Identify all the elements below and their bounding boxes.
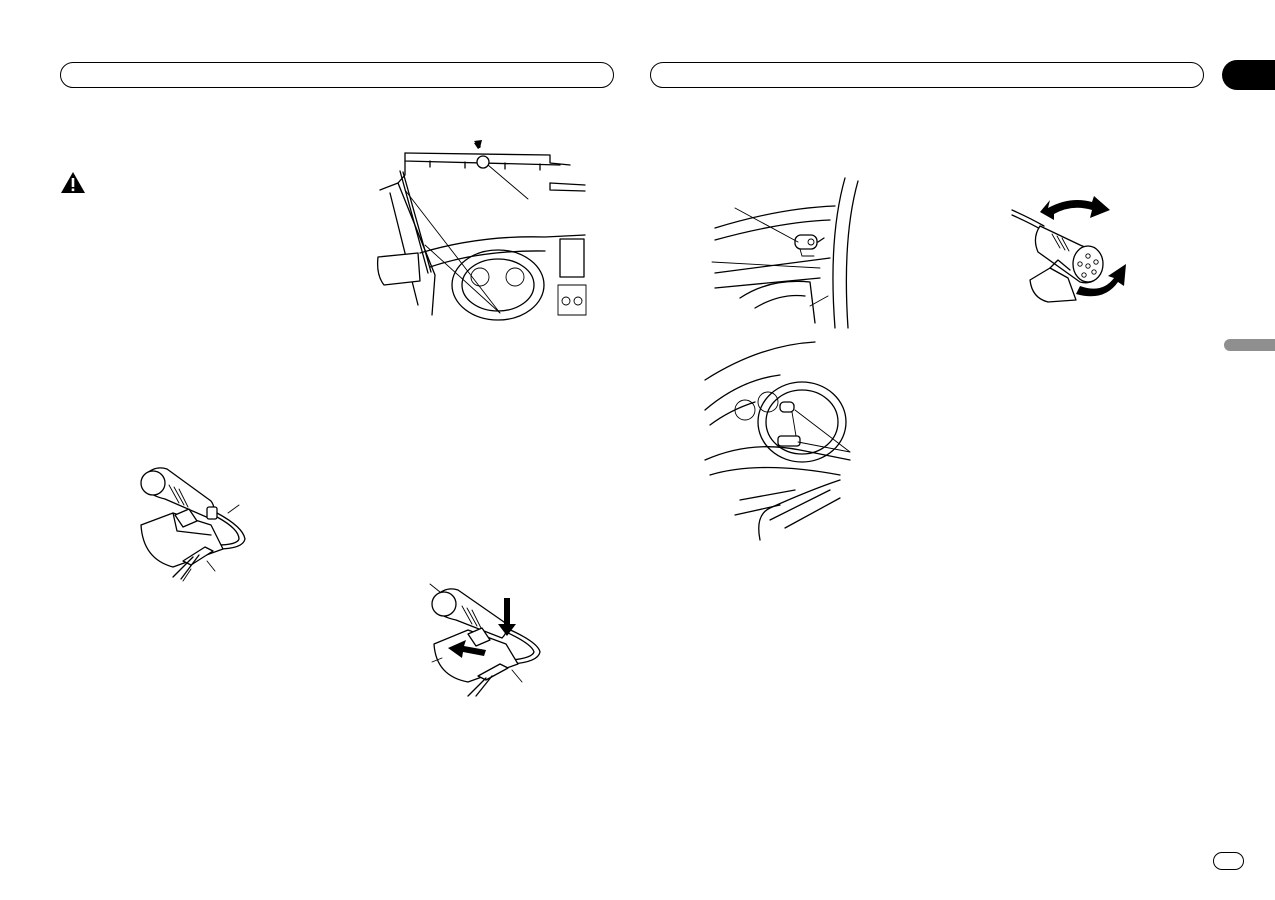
- chapter-tab: [1222, 60, 1275, 90]
- language-badge: [1213, 852, 1244, 870]
- steering-column-mounting-figure: [700, 340, 870, 540]
- mic-clip-attach-figure: [133, 465, 263, 585]
- mic-angle-adjust-figure: [1010, 196, 1126, 305]
- windshield-cable-routing-figure: [370, 140, 590, 315]
- warning-triangle-icon: [61, 172, 85, 193]
- side-section-tab: [1224, 339, 1275, 351]
- mic-clip-remove-figure: [428, 578, 558, 698]
- header-bar-right: [650, 62, 1204, 88]
- header-bar-left: [60, 62, 614, 88]
- dashboard-mounting-figure: [710, 178, 870, 328]
